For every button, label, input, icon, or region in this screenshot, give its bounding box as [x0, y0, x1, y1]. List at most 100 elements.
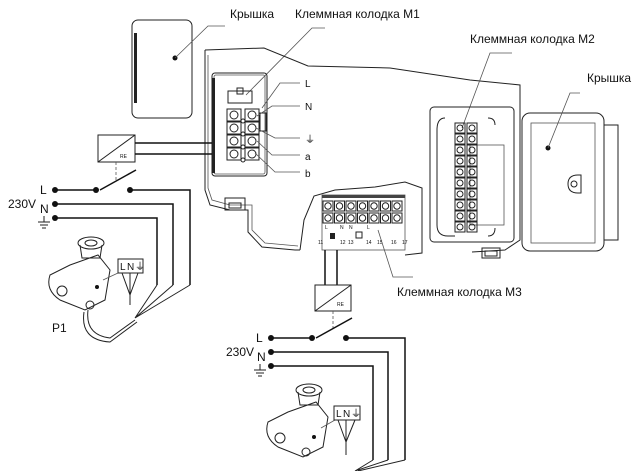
m3-screw — [335, 202, 344, 210]
m1-screw — [229, 123, 239, 133]
pump-p1-term-N: N — [127, 262, 134, 273]
cover-right — [521, 92, 619, 252]
m3-screw — [370, 214, 378, 222]
m1-screw-frame — [226, 134, 242, 148]
m2-screw — [456, 168, 464, 176]
m1-terminal-N: N — [305, 102, 312, 113]
m3-screw-frame — [357, 200, 368, 212]
m1-screw — [229, 136, 239, 146]
m1-link — [240, 157, 246, 163]
m3-mark-N2: N — [349, 225, 353, 231]
m2-screw — [456, 179, 464, 187]
m3-terminal-number: 14 — [366, 240, 372, 246]
label-terminal-m2: Клеммная колодка М2 — [470, 32, 595, 46]
supply-left — [52, 169, 191, 319]
m1-screw — [229, 110, 239, 120]
latch-m2 — [481, 247, 501, 259]
m1-screw-frame — [244, 121, 260, 135]
m3-screw — [393, 214, 401, 222]
pump-p1: L N ⏚ — [48, 236, 145, 343]
label-cover-right: Крышка — [587, 71, 631, 85]
pump-bottom-term-L: L — [336, 409, 342, 420]
m3-screw — [381, 214, 390, 222]
m3-mark-L1: L — [325, 225, 328, 231]
m2-screw — [456, 135, 464, 143]
latch-m1 — [224, 197, 246, 211]
m2-screw-frame — [466, 122, 478, 134]
m3-terminal-number: 15 — [377, 240, 383, 246]
m2-screw-frame — [466, 177, 478, 189]
m2-screw — [468, 168, 476, 176]
m2-screw-frame — [454, 144, 466, 156]
m2-screw — [468, 124, 476, 132]
m2-screw-frame — [454, 177, 466, 189]
m3-screw — [324, 202, 332, 210]
m2-screw-frame — [454, 210, 466, 222]
m2-screw — [456, 223, 464, 231]
label-terminal-m1: Клеммная колодка М1 — [295, 7, 420, 21]
m3-screw-frame — [380, 200, 391, 212]
m2-screw-frame — [466, 155, 478, 167]
m3-screw-frame — [357, 212, 368, 224]
relay-bottom-label: RE — [337, 302, 345, 308]
m3-screw-frame — [345, 212, 357, 224]
m2-screw-frame — [466, 166, 478, 178]
m3-screw — [393, 202, 401, 210]
m1-screw-frame — [226, 121, 242, 135]
m3-terminal-number: 17 — [402, 240, 408, 246]
m3-screw-frame — [345, 200, 357, 212]
m2-screw — [468, 135, 476, 143]
m3-screw-frame — [334, 200, 345, 212]
m3-screw-frame — [368, 200, 380, 212]
m1-terminal-L: L — [305, 79, 311, 90]
m1-link — [240, 118, 246, 124]
supply-left-L: L — [40, 183, 47, 197]
pump-bottom: L N ⏚ — [266, 383, 361, 458]
m3-screw — [370, 202, 378, 210]
m3-terminal-number: 13 — [348, 240, 354, 246]
pump-p1-term-L: L — [120, 262, 126, 273]
m3-screw-frame — [368, 212, 380, 224]
m1-link — [240, 144, 246, 150]
m3-screw — [358, 202, 367, 210]
relay-left: RE — [97, 134, 212, 180]
m3-terminal-number: 11 — [318, 240, 323, 246]
m2-screw — [468, 157, 476, 165]
m1-screw-frame — [226, 108, 242, 122]
cover-left — [131, 19, 225, 119]
m3-screw — [347, 214, 355, 222]
m2-screw — [456, 157, 464, 165]
m3-screw-frame — [391, 212, 403, 224]
m2-screw — [456, 201, 464, 209]
m2-screw-frame — [466, 188, 478, 200]
m2-screw-frame — [454, 199, 466, 211]
m1-screw — [247, 136, 257, 146]
m1-screw-frame — [244, 147, 260, 161]
m3-screw-frame — [334, 212, 345, 224]
m2-screw-frame — [454, 122, 466, 134]
m3-terminal-number: 12 — [340, 240, 346, 246]
supply-bottom-L: L — [256, 331, 263, 345]
m2-screw — [456, 124, 464, 132]
label-terminal-m3: Клеммная колодка М3 — [397, 285, 522, 299]
pump-bottom-term-N: N — [343, 409, 350, 420]
m2-screw — [456, 146, 464, 154]
m2-screw — [456, 212, 464, 220]
supply-left-voltage: 230V — [8, 197, 36, 211]
terminal-block-m2 — [429, 106, 515, 243]
ground-icon — [254, 364, 266, 377]
m2-screw — [468, 146, 476, 154]
m2-screw — [456, 190, 464, 198]
m1-screw — [247, 149, 257, 159]
m2-screw-frame — [454, 133, 466, 145]
m2-screw-frame — [454, 188, 466, 200]
m2-screw — [468, 179, 476, 187]
supply-bottom-N: N — [257, 350, 266, 364]
pump-bottom-term-ground: ⏚ — [351, 408, 361, 420]
m3-screw — [335, 214, 344, 222]
m3-screw-frame — [322, 212, 334, 224]
m1-link — [240, 131, 246, 137]
m1-screw — [229, 149, 239, 159]
m2-screw-frame — [466, 210, 478, 222]
m1-terminal-b: b — [305, 169, 311, 180]
